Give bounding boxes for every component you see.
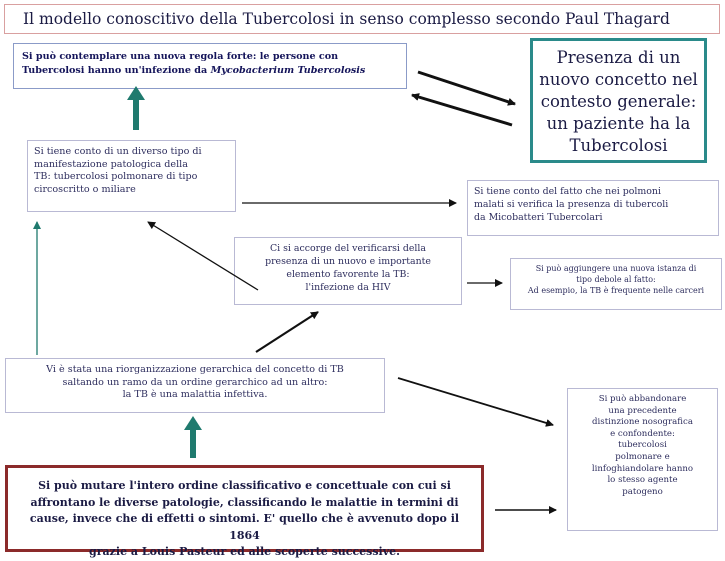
manifestation-line-4: circoscritto o miliare: [34, 183, 136, 195]
lung-tubercles-box: Si tiene conto del fatto che nei polmoni…: [467, 180, 719, 236]
pathological-manifestation-box: Si tiene conto di un diverso tipo di man…: [27, 140, 236, 212]
abandon-line-2: una precedente: [608, 405, 677, 416]
new-concept-line-5: Tubercolosi: [569, 136, 668, 155]
manifestation-line-1: Si tiene conto di un diverso tipo di: [34, 146, 202, 157]
abandon-line-9: patogeno: [622, 486, 663, 497]
hiv-line-1: Ci si accorge del verificarsi della: [269, 243, 427, 254]
arrow-reorg-to-abandon: [397, 377, 554, 427]
bottom-line-2: affrontano le diverse patologie, classif…: [30, 495, 459, 509]
new-concept-line-3: contesto generale:: [540, 92, 697, 111]
lungs-line-3: da Micobatteri Tubercolari: [474, 212, 603, 223]
weak-rule-line-3: Ad esempio, la TB è frequente nelle carc…: [527, 286, 705, 295]
abandon-line-3: distinzione nosografica: [592, 417, 693, 428]
diagram-title: Il modello conoscitivo della Tubercolosi…: [4, 4, 720, 34]
bottom-line-3: cause, invece che di effetti o sintomi. …: [29, 512, 460, 542]
abandon-distinction-box: Si può abbandonare una precedente distin…: [567, 388, 718, 531]
arrow-reorg-to-hiv: [255, 311, 319, 353]
hierarchical-reorganization-box: Vi è stata una riorganizzazione gerarchi…: [5, 358, 385, 413]
arrow-to-new-concept: [417, 70, 516, 106]
weak-rule-line-1: Si può aggiungere una nuova istanza di: [535, 264, 697, 273]
arrow-hiv-to-manifestation: [147, 221, 259, 291]
abandon-line-7: linfoghiandolare hanno: [591, 463, 694, 474]
reorg-line-1: Vi è stata una riorganizzazione gerarchi…: [46, 364, 344, 375]
bottom-line-1: Si può mutare l'intero ordine classifica…: [38, 479, 451, 492]
new-concept-line-2: nuovo concetto nel: [539, 70, 698, 89]
new-strong-rule-box: Si può contemplare una nuova regola fort…: [13, 43, 407, 89]
new-concept-box: Presenza di un nuovo concetto nel contes…: [530, 38, 707, 163]
abandon-line-8: lo stesso agente: [607, 475, 678, 486]
teal-arrowhead-to-strong-rule: [127, 86, 145, 100]
abandon-line-4: e confondente:: [610, 428, 675, 439]
abandon-line-1: Si può abbandonare: [598, 394, 687, 404]
bottom-line-4: grazie a Louis Pasteur ed alle scoperte …: [89, 545, 400, 558]
manifestation-line-3: TB: tubercolosi polmonare di tipo: [34, 171, 198, 183]
hiv-factor-box: Ci si accorge del verificarsi della pres…: [234, 237, 462, 305]
weak-rule-line-2: tipo debole al fatto:: [576, 275, 656, 284]
reorg-line-3: la TB è una malattia infettiva.: [122, 389, 268, 401]
classification-change-box: Si può mutare l'intero ordine classifica…: [5, 465, 484, 558]
arrow-from-new-concept: [411, 93, 513, 127]
new-concept-line-1: Presenza di un: [556, 48, 681, 67]
mycobacterium-name: Mycobacterium Tubercolosis: [210, 65, 366, 76]
weak-rule-box: Si può aggiungere una nuova istanza di t…: [510, 258, 722, 310]
hiv-line-3: elemento favorente la TB:: [286, 269, 410, 280]
new-strong-rule-line-2-text: Tubercolosi hanno un'infezione da: [22, 65, 211, 76]
manifestation-line-2: manifestazione patologica della: [34, 158, 188, 170]
new-strong-rule-line-1: Si può contemplare una nuova regola fort…: [22, 51, 339, 62]
new-concept-line-4: un paziente ha la: [546, 114, 691, 133]
lungs-line-2: malati si verifica la presenza di tuberc…: [474, 199, 669, 210]
lungs-line-1: Si tiene conto del fatto che nei polmoni: [474, 186, 661, 197]
abandon-line-5: tubercolosi: [618, 440, 667, 451]
hiv-line-2: presenza di un nuovo e importante: [265, 256, 431, 267]
abandon-line-6: polmonare e: [615, 451, 670, 462]
new-strong-rule-line-2: Tubercolosi hanno un'infezione da Mycoba…: [22, 64, 398, 78]
reorg-line-2: saltando un ramo da un ordine gerarchico…: [62, 376, 328, 388]
hiv-line-4: l'infezione da HIV: [305, 282, 391, 293]
teal-arrowhead-to-reorg: [184, 416, 202, 430]
